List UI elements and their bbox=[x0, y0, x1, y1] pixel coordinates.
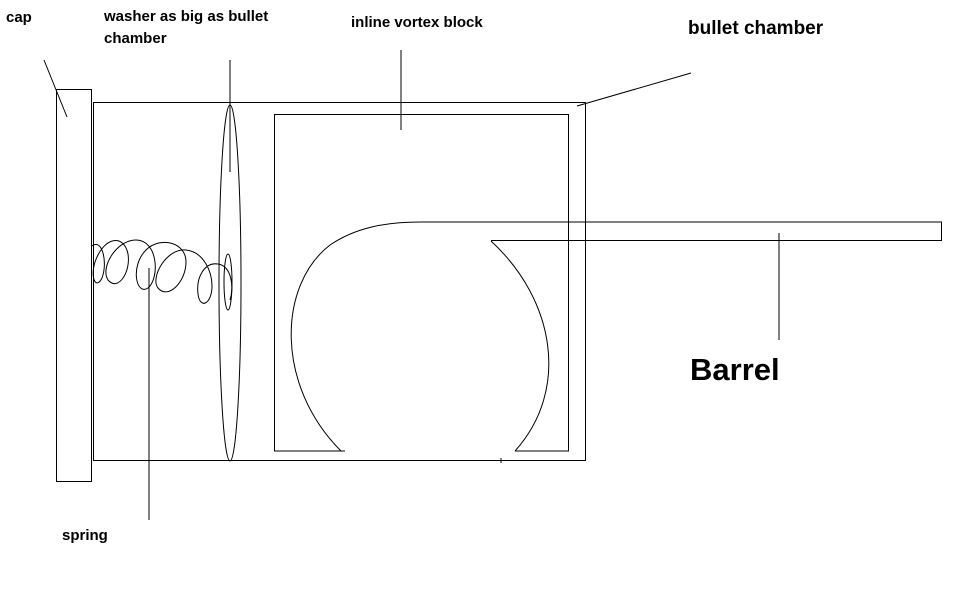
barrel-label: Barrel bbox=[690, 352, 780, 387]
vortex-block-shape bbox=[274, 114, 569, 452]
vortex-chamber-shape bbox=[290, 221, 421, 452]
washer-label-line1: washer as big as bullet bbox=[104, 8, 269, 25]
bullet-chamber-leader-line bbox=[576, 72, 692, 107]
spring-shape bbox=[91, 239, 233, 304]
vortex-chamber-right-arc bbox=[490, 240, 550, 452]
vortex-block-label: inline vortex block bbox=[351, 14, 483, 31]
cap-shape bbox=[56, 89, 92, 482]
bullet-chamber-label: bullet chamber bbox=[688, 18, 824, 39]
spring-label: spring bbox=[62, 527, 108, 544]
bullet-chamber-shape bbox=[93, 102, 586, 461]
barrel-shape bbox=[420, 221, 942, 241]
washer-inner-shape bbox=[223, 253, 233, 311]
washer-label-line2: chamber bbox=[104, 30, 167, 47]
cap-leader-line bbox=[43, 59, 68, 118]
cap-label: cap bbox=[6, 9, 32, 26]
